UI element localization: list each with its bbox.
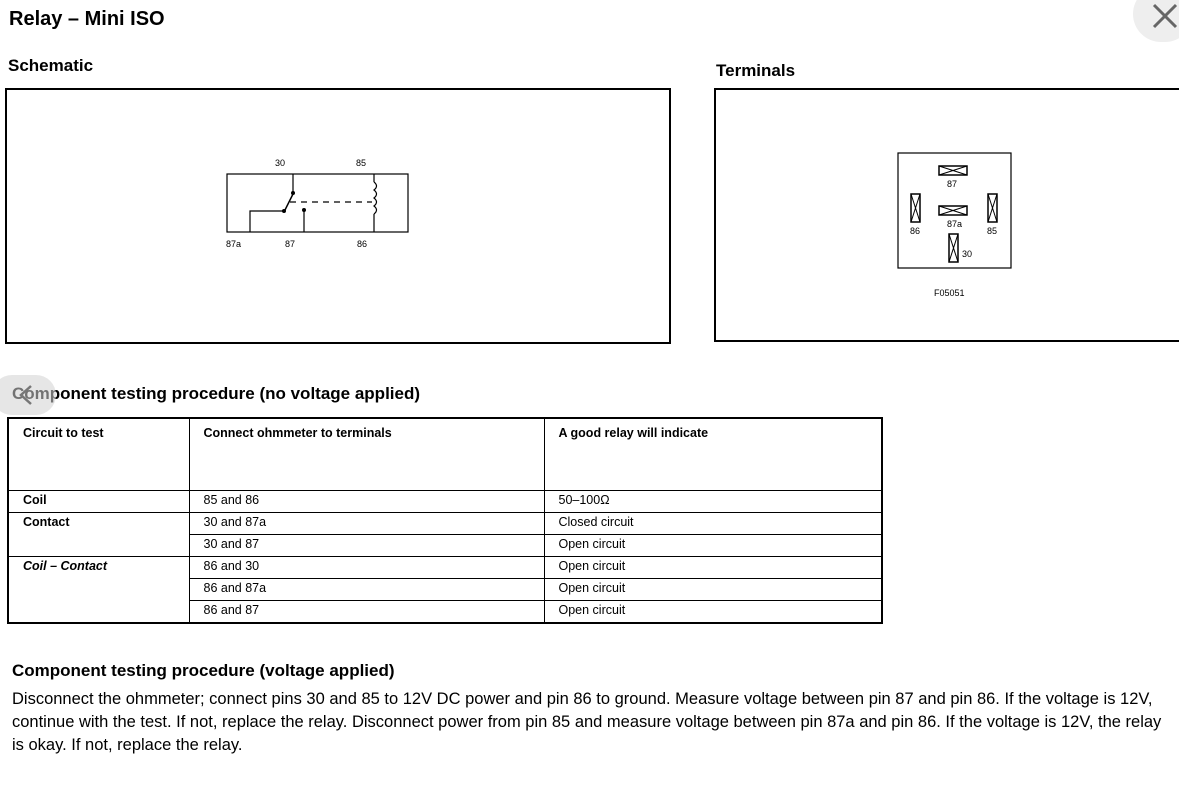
figure-id: F05051: [934, 288, 965, 298]
voltage-heading: Component testing procedure (voltage app…: [12, 661, 395, 680]
column-header-circuit: Circuit to test: [7, 417, 190, 491]
terminals-heading: Terminals: [716, 61, 796, 80]
terminals-cell: 30 and 87: [188, 534, 545, 557]
terminals-cell: 86 and 30: [188, 556, 545, 579]
page-title: Relay – Mini ISO: [9, 8, 165, 30]
circuit-cell: Coil: [7, 490, 190, 513]
terminal-label-86: 86: [910, 226, 920, 236]
close-icon: [1152, 3, 1178, 29]
schematic-diagram: 30 85 87a 87 86: [5, 88, 671, 344]
terminal-label-85: 85: [987, 226, 997, 236]
relay-schematic-figure: 30 85 87a 87 86: [226, 158, 409, 249]
terminals-cell: 86 and 87a: [188, 578, 545, 601]
column-header-terminals: Connect ohmmeter to terminals: [188, 417, 545, 491]
schematic-label-85: 85: [356, 158, 366, 168]
table-row: 86 and 87 Open circuit: [8, 600, 883, 624]
schematic-label-30: 30: [275, 158, 285, 168]
result-cell: Open circuit: [543, 578, 883, 601]
column-header-result: A good relay will indicate: [543, 417, 883, 491]
back-button[interactable]: [0, 375, 56, 415]
table-row: Contact 30 and 87a Closed circuit: [7, 512, 883, 557]
result-cell: 50–100Ω: [543, 490, 883, 513]
table-row: Coil – Contact 86 and 30 Open circuit: [7, 556, 883, 624]
close-button[interactable]: [1133, 0, 1179, 42]
table-header-row: Circuit to test Connect ohmmeter to term…: [7, 417, 883, 491]
circuit-cell: Contact: [7, 512, 190, 557]
circuit-cell: Coil – Contact: [7, 556, 190, 624]
pin-85-icon: [987, 193, 998, 223]
result-cell: Open circuit: [543, 556, 883, 579]
terminals-diagram: 87 87a 86 85 30 F05051: [714, 88, 1179, 342]
terminals-cell: 30 and 87a: [188, 512, 545, 535]
terminal-label-87: 87: [947, 179, 957, 189]
terminals-cell: 86 and 87: [188, 600, 545, 624]
result-cell: Open circuit: [543, 534, 883, 557]
chevron-left-icon: [19, 385, 32, 405]
pin-87-icon: [938, 165, 968, 176]
no-voltage-heading: Component testing procedure (no voltage …: [12, 384, 421, 403]
voltage-procedure-text: Disconnect the ohmmeter; connect pins 30…: [12, 690, 1162, 754]
relay-terminals-figure: 87 87a 86 85 30 F05051: [897, 152, 1012, 298]
terminal-label-30: 30: [962, 249, 972, 259]
table-row: Coil 85 and 86 50–100Ω: [7, 490, 883, 513]
pin-87a-icon: [938, 205, 968, 216]
pin-30-icon: [948, 233, 959, 263]
schematic-label-87: 87: [285, 239, 295, 249]
result-cell: Closed circuit: [543, 512, 883, 535]
schematic-label-87a: 87a: [226, 239, 241, 249]
result-cell: Open circuit: [543, 600, 883, 624]
terminals-cell: 85 and 86: [188, 490, 545, 513]
schematic-heading: Schematic: [8, 56, 94, 75]
pin-86-icon: [910, 193, 921, 223]
terminal-label-87a: 87a: [947, 219, 962, 229]
schematic-label-86: 86: [357, 239, 367, 249]
table-row: 86 and 87a Open circuit: [8, 578, 883, 601]
no-voltage-test-table: Circuit to test Connect ohmmeter to term…: [7, 417, 883, 624]
